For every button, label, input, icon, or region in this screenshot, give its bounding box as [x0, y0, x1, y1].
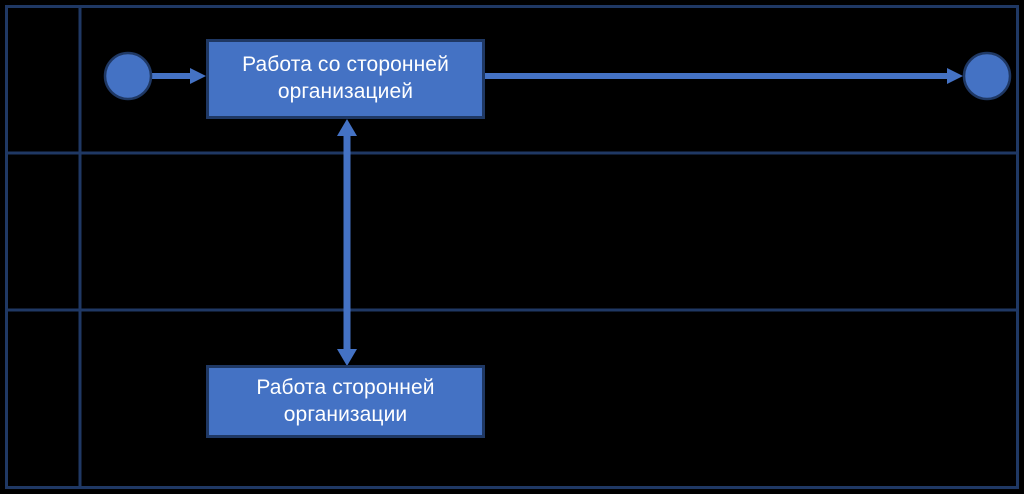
arrowhead-down-icon — [337, 349, 357, 366]
start-node-circle[interactable] — [103, 51, 153, 101]
arrowhead-up-icon — [337, 119, 357, 136]
swimlane-outer-border — [5, 5, 1019, 489]
connector-task-top-to-end[interactable] — [485, 68, 963, 84]
node-layer — [103, 39, 1012, 438]
arrowhead-right-icon — [190, 68, 206, 84]
connector-task-bottom-to-task-top[interactable] — [337, 119, 357, 366]
connector-start-to-task-top[interactable] — [152, 68, 206, 84]
end-node-circle[interactable] — [962, 51, 1012, 101]
connector-layer — [152, 68, 963, 366]
activity-box-task-top[interactable] — [206, 39, 485, 119]
arrowhead-right-icon — [947, 68, 963, 84]
activity-box-task-bottom[interactable] — [206, 365, 485, 438]
swimlane-grid — [5, 5, 1019, 489]
